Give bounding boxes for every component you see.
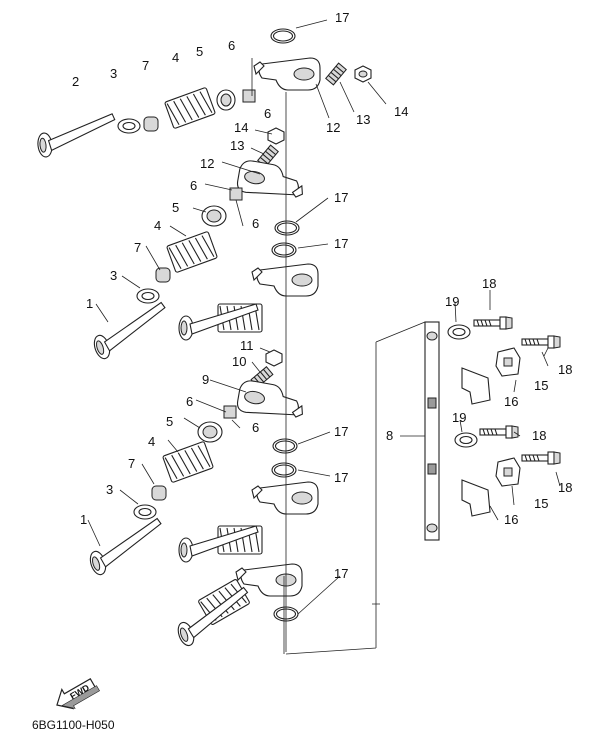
callout-3: 3 [110, 66, 117, 81]
callout-6: 6 [264, 106, 271, 121]
callout-labels: 17 2 3 7 4 5 6 6 12 13 14 14 13 12 6 5 6… [72, 10, 572, 581]
callout-17: 17 [334, 470, 348, 485]
callout-11: 11 [240, 338, 254, 353]
callout-17: 17 [334, 236, 348, 251]
callout-7: 7 [128, 456, 135, 471]
callout-6: 6 [190, 178, 197, 193]
callout-7: 7 [142, 58, 149, 73]
callout-6: 6 [186, 394, 193, 409]
callout-18: 18 [532, 428, 546, 443]
callout-5: 5 [166, 414, 173, 429]
callout-18: 18 [482, 276, 496, 291]
callout-19: 19 [445, 294, 459, 309]
callout-8: 8 [386, 428, 393, 443]
callout-4: 4 [148, 434, 155, 449]
callout-13: 13 [356, 112, 370, 127]
callout-17-top: 17 [335, 10, 349, 25]
callout-1: 1 [80, 512, 87, 527]
callout-6: 6 [228, 38, 235, 53]
callout-19: 19 [452, 410, 466, 425]
parts-drawing [34, 19, 561, 655]
callout-15: 15 [534, 496, 548, 511]
callout-4: 4 [172, 50, 179, 65]
fwd-arrow-icon: FWD [56, 677, 100, 710]
callout-5: 5 [196, 44, 203, 59]
callout-14: 14 [234, 120, 248, 135]
callout-6: 6 [252, 420, 259, 435]
callout-18: 18 [558, 480, 572, 495]
callout-17: 17 [334, 424, 348, 439]
callout-9: 9 [202, 372, 209, 387]
callout-12: 12 [200, 156, 214, 171]
callout-18: 18 [558, 362, 572, 377]
callout-4: 4 [154, 218, 161, 233]
callout-6: 6 [252, 216, 259, 231]
callout-7: 7 [134, 240, 141, 255]
callout-17: 17 [334, 190, 348, 205]
callout-10: 10 [232, 354, 246, 369]
callout-14: 14 [394, 104, 408, 119]
callout-1: 1 [86, 296, 93, 311]
callout-3: 3 [106, 482, 113, 497]
callout-5: 5 [172, 200, 179, 215]
diagram-code: 6BG1100-H050 [32, 718, 115, 732]
callout-15: 15 [534, 378, 548, 393]
callout-16: 16 [504, 512, 518, 527]
callout-2: 2 [72, 74, 79, 89]
callout-16: 16 [504, 394, 518, 409]
callout-13: 13 [230, 138, 244, 153]
callout-12: 12 [326, 120, 340, 135]
callout-17: 17 [334, 566, 348, 581]
callout-3: 3 [110, 268, 117, 283]
